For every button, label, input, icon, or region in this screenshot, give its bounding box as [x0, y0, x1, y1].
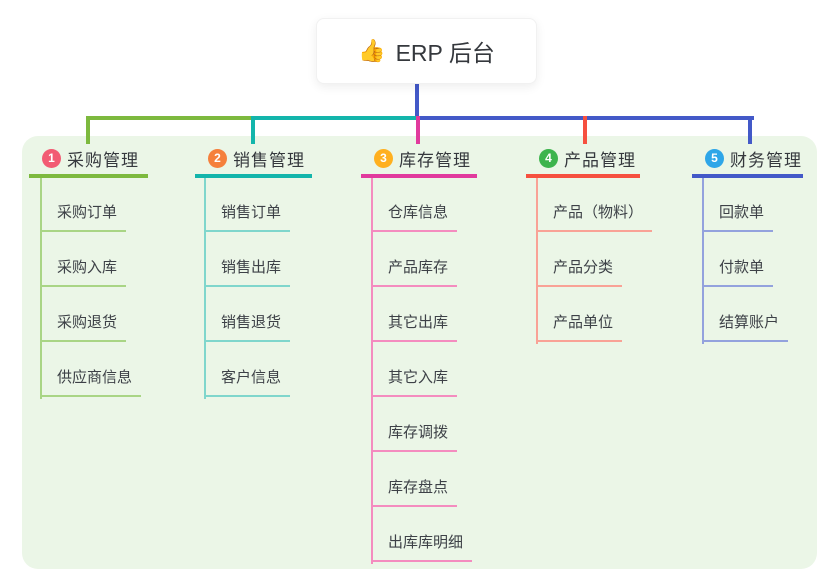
child-item[interactable]: 库存调拨	[371, 422, 458, 452]
child-item[interactable]: 库存盘点	[371, 477, 458, 507]
branch-purchase: 1 采购管理 采购订单 采购入库 采购退货 供应商信息	[29, 146, 148, 399]
branch-sales-header[interactable]: 2 销售管理	[195, 146, 312, 178]
branch-sales: 2 销售管理 销售订单 销售出库 销售退货 客户信息	[195, 146, 312, 399]
child-label: 销售出库	[221, 259, 282, 276]
child-label: 其它入库	[388, 369, 449, 386]
child-item[interactable]: 供应商信息	[40, 367, 142, 397]
branch-5-badge: 5	[705, 148, 724, 168]
child-label: 产品库存	[388, 259, 449, 276]
child-item[interactable]: 销售订单	[204, 202, 291, 232]
child-label: 库存调拨	[388, 424, 449, 441]
branch-purchase-header[interactable]: 1 采购管理	[29, 146, 148, 178]
child-item[interactable]: 回款单	[702, 202, 774, 232]
child-item[interactable]: 出库库明细	[371, 532, 473, 562]
connector-drop-branch-1	[86, 116, 90, 144]
child-label: 采购订单	[57, 204, 118, 221]
root-connector-line	[415, 82, 419, 118]
child-item[interactable]: 付款单	[702, 257, 774, 287]
connector-drop-branch-2	[251, 116, 255, 144]
branch-4-label: 产品管理	[564, 150, 636, 170]
child-label: 仓库信息	[388, 204, 449, 221]
child-label: 出库库明细	[388, 534, 464, 551]
branch-2-spine	[204, 178, 206, 399]
branch-1-label: 采购管理	[67, 150, 139, 170]
child-item[interactable]: 产品库存	[371, 257, 458, 287]
child-item[interactable]: 其它入库	[371, 367, 458, 397]
thumbs-up-icon: 👍	[358, 38, 386, 63]
child-item[interactable]: 采购订单	[40, 202, 127, 232]
child-label: 产品（物料）	[553, 204, 644, 221]
child-item[interactable]: 结算账户	[702, 312, 789, 342]
child-item[interactable]: 采购退货	[40, 312, 127, 342]
child-label: 客户信息	[221, 369, 282, 386]
child-label: 库存盘点	[388, 479, 449, 496]
branch-inventory: 3 库存管理 仓库信息 产品库存 其它出库 其它入库 库存调拨 库存盘点 出库库…	[361, 146, 477, 564]
child-label: 采购退货	[57, 314, 118, 331]
child-label: 回款单	[719, 204, 765, 221]
child-label: 付款单	[719, 259, 765, 276]
branch-finance: 5 财务管理 回款单 付款单 结算账户	[692, 146, 803, 344]
connector-drop-branch-5	[748, 116, 752, 144]
branch-3-label: 库存管理	[399, 150, 471, 170]
child-item[interactable]: 仓库信息	[371, 202, 458, 232]
child-label: 产品单位	[553, 314, 614, 331]
branch-3-badge: 3	[374, 148, 393, 168]
child-item[interactable]: 产品分类	[536, 257, 623, 287]
branch-3-spine	[371, 178, 373, 564]
child-item[interactable]: 产品（物料）	[536, 202, 653, 232]
child-label: 其它出库	[388, 314, 449, 331]
branch-finance-header[interactable]: 5 财务管理	[692, 146, 803, 178]
branch-4-badge: 4	[539, 148, 558, 168]
branch-2-badge: 2	[208, 148, 227, 168]
branch-product-header[interactable]: 4 产品管理	[526, 146, 640, 178]
connector-branch-2	[251, 116, 419, 120]
child-label: 销售订单	[221, 204, 282, 221]
branch-product: 4 产品管理 产品（物料） 产品分类 产品单位	[526, 146, 653, 344]
child-item[interactable]: 采购入库	[40, 257, 127, 287]
child-item[interactable]: 客户信息	[204, 367, 291, 397]
connector-drop-branch-4	[583, 116, 587, 144]
child-item[interactable]: 销售出库	[204, 257, 291, 287]
branch-1-spine	[40, 178, 42, 399]
child-item[interactable]: 销售退货	[204, 312, 291, 342]
child-label: 结算账户	[719, 314, 780, 331]
branch-5-spine	[702, 178, 704, 344]
child-label: 采购入库	[57, 259, 118, 276]
connector-drop-branch-3	[416, 116, 420, 144]
child-label: 销售退货	[221, 314, 282, 331]
child-label: 产品分类	[553, 259, 614, 276]
branch-inventory-header[interactable]: 3 库存管理	[361, 146, 477, 178]
branch-2-label: 销售管理	[233, 150, 305, 170]
branch-5-label: 财务管理	[730, 150, 802, 170]
root-title: ERP 后台	[395, 40, 495, 66]
branches-background-panel	[22, 136, 817, 569]
child-label: 供应商信息	[57, 369, 133, 386]
branch-4-spine	[536, 178, 538, 344]
child-item[interactable]: 其它出库	[371, 312, 458, 342]
child-item[interactable]: 产品单位	[536, 312, 623, 342]
branch-1-badge: 1	[42, 148, 61, 168]
root-node-erp[interactable]: 👍 ERP 后台	[316, 18, 537, 84]
